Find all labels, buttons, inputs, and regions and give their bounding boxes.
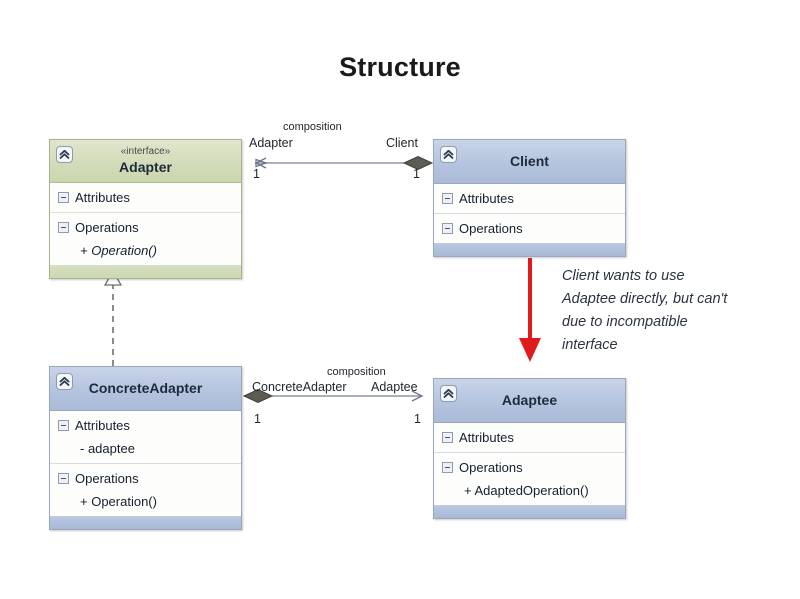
attributes-row-client[interactable]: Attributes xyxy=(434,187,625,210)
class-stereotype-adapter: «interface» xyxy=(120,146,171,157)
collapse-minus-icon[interactable] xyxy=(442,193,453,204)
operations-row-concreteadapter[interactable]: Operations xyxy=(50,467,241,490)
class-box-adapter[interactable]: «interface» Adapter Attributes Operation… xyxy=(49,139,242,279)
operations-label-adapter: Operations xyxy=(75,220,139,235)
operation-item-concreteadapter: + Operation() xyxy=(80,494,157,509)
chevron-double-up-icon[interactable] xyxy=(56,373,73,390)
class-header-client: Client xyxy=(434,140,625,184)
attribute-item-adaptee: - adaptee xyxy=(80,441,135,456)
collapse-minus-icon[interactable] xyxy=(58,222,69,233)
relation-realization xyxy=(103,269,123,366)
class-header-adapter: «interface» Adapter xyxy=(50,140,241,183)
edge-mult-concreteadapter: 1 xyxy=(254,412,261,426)
class-box-adaptee[interactable]: Adaptee Attributes Operations + AdaptedO… xyxy=(433,378,626,519)
class-operations-section-concreteadapter: Operations + Operation() xyxy=(50,463,241,516)
operation-item-adapter: + Operation() xyxy=(80,243,157,258)
collapse-minus-icon[interactable] xyxy=(442,432,453,443)
class-operations-section-client: Operations xyxy=(434,213,625,243)
class-name-client: Client xyxy=(510,153,549,169)
class-header-concreteadapter: ConcreteAdapter xyxy=(50,367,241,411)
annotation-line: Client wants to use xyxy=(562,268,685,284)
attributes-label-adapter: Attributes xyxy=(75,190,130,205)
class-attributes-section-adaptee: Attributes xyxy=(434,423,625,452)
class-footer-adaptee xyxy=(434,505,625,518)
class-footer-adapter xyxy=(50,265,241,278)
operation-item-adaptee: + AdaptedOperation() xyxy=(464,483,589,498)
class-name-concreteadapter: ConcreteAdapter xyxy=(88,380,203,396)
operations-row-adapter[interactable]: Operations xyxy=(50,216,241,239)
chevron-double-up-icon[interactable] xyxy=(440,385,457,402)
class-operations-section-adapter: Operations + Operation() xyxy=(50,212,241,265)
class-header-adaptee: Adaptee xyxy=(434,379,625,423)
collapse-minus-icon[interactable] xyxy=(58,473,69,484)
annotation-line: due to incompatible xyxy=(562,314,688,330)
class-footer-client xyxy=(434,243,625,256)
chevron-double-up-icon[interactable] xyxy=(440,146,457,163)
attributes-row-concreteadapter[interactable]: Attributes xyxy=(50,414,241,437)
collapse-minus-icon[interactable] xyxy=(58,192,69,203)
edge-label-composition-top: composition xyxy=(283,121,342,133)
class-box-concreteadapter[interactable]: ConcreteAdapter Attributes - adaptee Ope… xyxy=(49,366,242,530)
edge-label-composition-bottom: composition xyxy=(327,366,386,378)
collapse-minus-icon[interactable] xyxy=(442,223,453,234)
edge-mult-adaptee: 1 xyxy=(414,412,421,426)
class-name-adaptee: Adaptee xyxy=(501,392,558,408)
class-box-client[interactable]: Client Attributes Operations xyxy=(433,139,626,257)
attributes-row-adaptee[interactable]: Attributes xyxy=(434,426,625,449)
class-attributes-section-concreteadapter: Attributes - adaptee xyxy=(50,411,241,463)
relation-client-adapter xyxy=(254,155,434,171)
edge-role-adapter: Adapter xyxy=(249,136,293,150)
attributes-label-concreteadapter: Attributes xyxy=(75,418,130,433)
collapse-minus-icon[interactable] xyxy=(58,420,69,431)
edge-role-adaptee: Adaptee xyxy=(371,380,418,394)
annotation-text: Client wants to use Adaptee directly, bu… xyxy=(562,265,794,357)
edge-mult-adapter: 1 xyxy=(253,167,260,181)
class-footer-concreteadapter xyxy=(50,516,241,529)
collapse-minus-icon[interactable] xyxy=(442,462,453,473)
edge-role-concreteadapter: ConcreteAdapter xyxy=(252,380,347,394)
edge-mult-client: 1 xyxy=(413,167,420,181)
class-name-adapter: Adapter xyxy=(119,159,172,175)
chevron-double-up-icon[interactable] xyxy=(56,146,73,163)
operations-label-concreteadapter: Operations xyxy=(75,471,139,486)
attributes-row-adapter[interactable]: Attributes xyxy=(50,186,241,209)
class-attributes-section-client: Attributes xyxy=(434,184,625,213)
edge-role-client: Client xyxy=(386,136,418,150)
annotation-line: Adaptee directly, but can't xyxy=(562,291,728,307)
attributes-label-adaptee: Attributes xyxy=(459,430,514,445)
operations-row-client[interactable]: Operations xyxy=(434,217,625,240)
class-operations-section-adaptee: Operations + AdaptedOperation() xyxy=(434,452,625,505)
class-attributes-section-adapter: Attributes xyxy=(50,183,241,212)
operations-label-adaptee: Operations xyxy=(459,460,523,475)
operations-label-client: Operations xyxy=(459,221,523,236)
page-title: Structure xyxy=(339,52,461,82)
annotation-arrow-icon xyxy=(519,258,541,362)
operations-row-adaptee[interactable]: Operations xyxy=(434,456,625,479)
annotation-line: interface xyxy=(562,337,618,353)
attributes-label-client: Attributes xyxy=(459,191,514,206)
